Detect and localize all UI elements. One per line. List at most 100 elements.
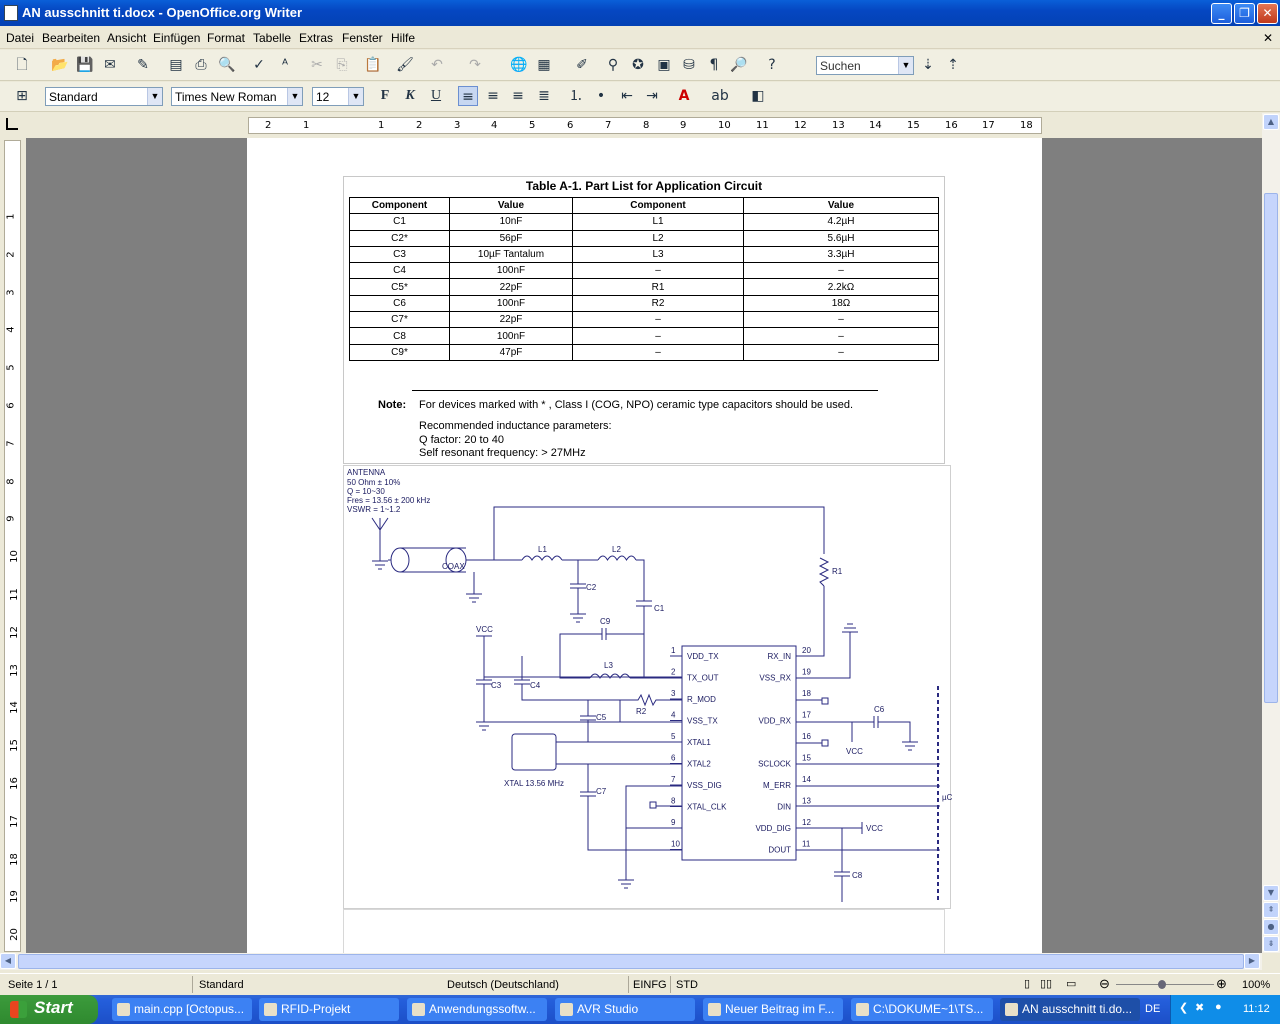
menu-datei[interactable]: Datei xyxy=(6,31,35,45)
align-center-icon[interactable]: ≡ xyxy=(487,88,499,104)
edit-mode-icon[interactable]: ✎ xyxy=(137,57,149,73)
task-main-cpp[interactable]: main.cpp [Octopus... xyxy=(112,998,252,1021)
menu-tabelle[interactable]: Tabelle xyxy=(253,31,292,45)
menu-einfuegen[interactable]: Einfügen xyxy=(153,31,201,45)
bullets-icon[interactable]: • xyxy=(596,88,606,104)
font-name-select[interactable]: Times New Roman▼ xyxy=(171,87,303,106)
draw-functions-icon[interactable]: ✐ xyxy=(576,57,588,73)
language-indicator[interactable]: Deutsch (Deutschland) xyxy=(447,979,559,991)
zoom-out-icon[interactable]: ⊖ xyxy=(1099,976,1110,991)
language-bar[interactable]: DE xyxy=(1145,1003,1161,1015)
page-preview-icon[interactable]: 🔍 xyxy=(218,57,236,73)
menu-format[interactable]: Format xyxy=(207,31,246,45)
bold-button[interactable]: F xyxy=(380,88,390,103)
numbering-icon[interactable]: ⒈ xyxy=(569,88,583,104)
zoom-slider-handle[interactable] xyxy=(1158,980,1166,989)
export-pdf-icon[interactable]: ▤ xyxy=(169,57,183,73)
scroll-down-icon[interactable]: ▼ xyxy=(1263,885,1279,901)
find-next-icon[interactable]: ⇣ xyxy=(922,57,934,73)
paragraph-style-select[interactable]: Standard▼ xyxy=(45,87,163,106)
book-view-icon[interactable]: ▭ xyxy=(1066,978,1077,990)
align-left-icon[interactable]: ≡ xyxy=(458,86,478,106)
menu-fenster[interactable]: Fenster xyxy=(342,31,383,45)
cut-icon[interactable]: ✂ xyxy=(311,57,323,73)
font-size-select[interactable]: 12▼ xyxy=(312,87,364,106)
chevron-down-icon[interactable]: ▼ xyxy=(147,88,162,105)
zoom-in-icon[interactable]: ⊕ xyxy=(1216,976,1227,991)
search-input[interactable]: Suchen▼ xyxy=(816,56,914,75)
print-icon[interactable]: ⎙ xyxy=(195,57,207,73)
task-neuer-beitrag[interactable]: Neuer Beitrag im F... xyxy=(703,998,843,1021)
multi-page-view-icon[interactable]: ▯▯ xyxy=(1040,978,1053,990)
task-rfid-projekt[interactable]: RFID-Projekt xyxy=(259,998,399,1021)
help-icon[interactable]: ? xyxy=(768,57,776,73)
document-page[interactable]: Table A-1. Part List for Application Cir… xyxy=(247,138,1042,953)
data-sources-icon[interactable]: ⛁ xyxy=(683,57,695,73)
formatting-marks-icon[interactable]: ¶ xyxy=(709,57,719,73)
maximize-button[interactable]: ❐ xyxy=(1234,3,1255,24)
clock[interactable]: 11:12 xyxy=(1243,1003,1270,1015)
vertical-scroll-thumb[interactable] xyxy=(1264,193,1278,703)
menu-hilfe[interactable]: Hilfe xyxy=(391,31,416,45)
table-icon[interactable]: ▦ xyxy=(537,57,551,73)
open-icon[interactable]: 📂 xyxy=(51,57,69,73)
menu-ansicht[interactable]: Ansicht xyxy=(107,31,147,45)
decrease-indent-icon[interactable]: ⇤ xyxy=(621,88,633,104)
task-dokume[interactable]: C:\DOKUME~1\TS... xyxy=(851,998,993,1021)
zoom-icon[interactable]: 🔎 xyxy=(730,57,748,73)
email-icon[interactable]: ✉ xyxy=(104,57,116,73)
find-replace-icon[interactable]: ⚲ xyxy=(607,57,619,73)
hyperlink-icon[interactable]: 🌐 xyxy=(510,57,528,73)
task-an-ausschnitt[interactable]: AN ausschnitt ti.do... xyxy=(1000,998,1140,1021)
next-page-icon[interactable]: ⇟ xyxy=(1263,936,1279,952)
highlight-icon[interactable]: ab xyxy=(711,88,729,104)
redo-icon[interactable]: ↷ xyxy=(469,57,481,73)
selection-mode[interactable]: STD xyxy=(676,979,698,991)
horizontal-scrollbar[interactable]: ◀ ▶ xyxy=(0,953,1262,970)
format-paintbrush-icon[interactable]: 🖌 xyxy=(396,57,414,73)
gallery-icon[interactable]: ▣ xyxy=(657,57,671,73)
task-anwendungssoftware[interactable]: Anwendungssoftw... xyxy=(407,998,547,1021)
spellcheck-icon[interactable]: ✓ xyxy=(253,57,265,73)
underline-button[interactable]: U xyxy=(430,88,442,103)
autospellcheck-icon[interactable]: ᴬ xyxy=(281,57,289,73)
scroll-left-icon[interactable]: ◀ xyxy=(0,953,16,969)
close-button[interactable]: ✕ xyxy=(1257,3,1278,24)
previous-page-icon[interactable]: ⇞ xyxy=(1263,902,1279,918)
task-avr-studio[interactable]: AVR Studio xyxy=(555,998,695,1021)
menu-extras[interactable]: Extras xyxy=(299,31,334,45)
page-indicator[interactable]: Seite 1 / 1 xyxy=(8,979,58,991)
italic-button[interactable]: K xyxy=(405,88,415,103)
start-button[interactable]: Start xyxy=(0,995,98,1024)
navigation-icon[interactable]: ● xyxy=(1263,919,1279,935)
tray-expand-icon[interactable]: ❮ xyxy=(1179,1002,1189,1014)
stylist-icon[interactable]: ⊞ xyxy=(16,88,28,104)
background-color-icon[interactable]: ◧ xyxy=(751,88,765,104)
page-style[interactable]: Standard xyxy=(199,979,244,991)
font-color-icon[interactable]: A xyxy=(678,88,690,104)
copy-icon[interactable]: ⎘ xyxy=(336,57,348,73)
find-previous-icon[interactable]: ⇡ xyxy=(947,57,959,73)
scroll-up-icon[interactable]: ▲ xyxy=(1263,114,1279,130)
single-page-view-icon[interactable]: ▯ xyxy=(1024,978,1031,990)
insert-mode[interactable]: EINFG xyxy=(633,979,667,991)
new-document-icon[interactable]: 🗋 xyxy=(16,57,28,73)
horizontal-scroll-thumb[interactable] xyxy=(18,954,1244,969)
chevron-down-icon[interactable]: ▼ xyxy=(348,88,363,105)
network-icon[interactable]: ✖ xyxy=(1195,1002,1205,1014)
tab-stop-icon[interactable] xyxy=(6,118,18,130)
chevron-down-icon[interactable]: ▼ xyxy=(898,57,913,74)
navigator-icon[interactable]: ✪ xyxy=(632,57,644,73)
increase-indent-icon[interactable]: ⇥ xyxy=(646,88,658,104)
justify-icon[interactable]: ≣ xyxy=(538,88,550,104)
paste-icon[interactable]: 📋 xyxy=(364,57,382,73)
undo-icon[interactable]: ↶ xyxy=(431,57,443,73)
antivirus-icon[interactable]: ● xyxy=(1215,1001,1222,1013)
chevron-down-icon[interactable]: ▼ xyxy=(287,88,302,105)
minimize-button[interactable]: _ xyxy=(1211,3,1232,24)
vertical-scrollbar[interactable]: ▲ ▼ ⇞ ● ⇟ xyxy=(1262,113,1280,953)
menu-bearbeiten[interactable]: Bearbeiten xyxy=(42,31,101,45)
align-right-icon[interactable]: ≡ xyxy=(512,88,524,104)
